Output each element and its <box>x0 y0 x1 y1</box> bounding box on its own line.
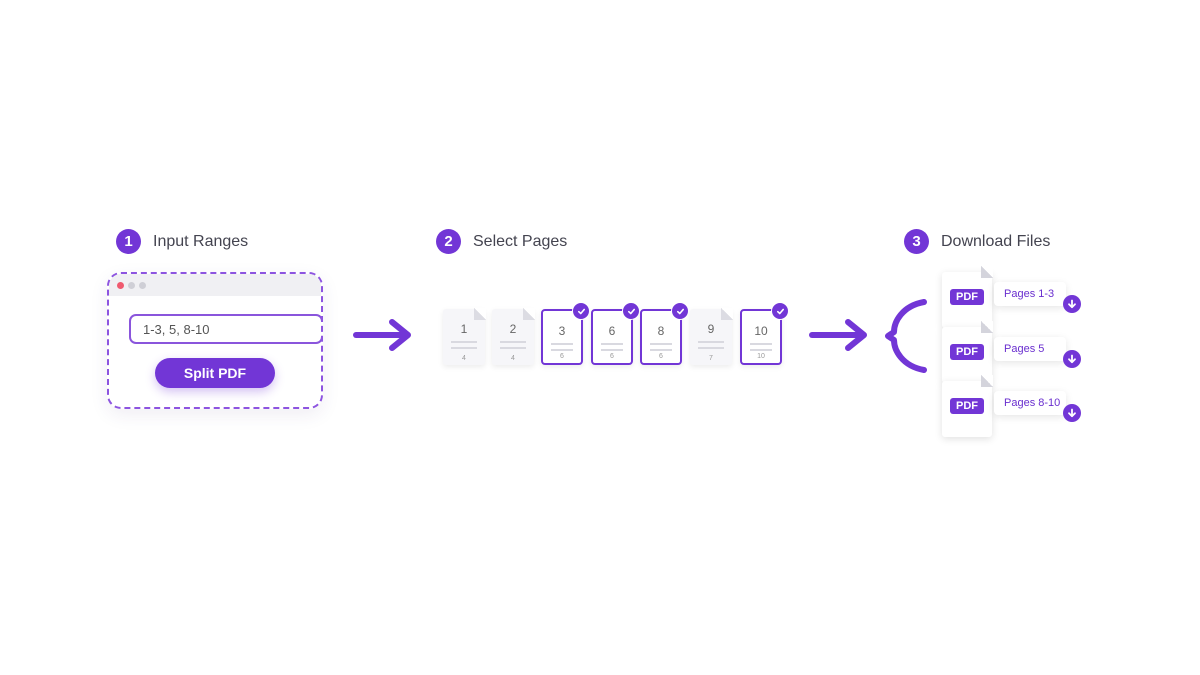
arrow-right-icon <box>353 319 411 351</box>
output-file[interactable]: PDF Pages 1-3 <box>942 266 1082 328</box>
page-line <box>500 347 526 349</box>
file-label: Pages 1-3 <box>994 282 1066 306</box>
page-number: 9 <box>707 322 715 336</box>
file-fold <box>981 321 993 333</box>
page-line <box>750 343 772 345</box>
page-line <box>650 343 672 345</box>
page-line <box>698 341 724 343</box>
brace-icon <box>885 299 927 373</box>
pdf-badge: PDF <box>950 344 984 360</box>
file-fold <box>981 375 993 387</box>
step-1-title: Input Ranges <box>153 232 249 250</box>
arrow-right-icon <box>809 319 867 351</box>
page-sub-number: 6 <box>659 353 663 360</box>
page-number: 6 <box>608 324 616 338</box>
page-number: 8 <box>657 324 665 338</box>
page-line <box>650 349 672 351</box>
pdf-badge: PDF <box>950 398 984 414</box>
page-line <box>551 349 573 351</box>
step-2-header: 2 Select Pages <box>436 229 567 254</box>
page-line <box>601 343 623 345</box>
page-sub-number: 7 <box>709 355 713 362</box>
page-line <box>750 349 772 351</box>
check-icon <box>771 302 789 320</box>
download-icon[interactable] <box>1063 350 1081 368</box>
page-number: 10 <box>754 324 768 338</box>
page-sub-number: 6 <box>610 353 614 360</box>
file-label: Pages 8-10 <box>994 391 1066 415</box>
output-file[interactable]: PDF Pages 5 <box>942 321 1082 383</box>
window-minimize-dot <box>128 281 135 289</box>
page-thumbnail[interactable]: 10 10 <box>740 302 789 365</box>
step-3-header: 3 Download Files <box>904 229 1050 254</box>
page-line <box>698 347 724 349</box>
window-maximize-dot <box>139 281 146 289</box>
page-sub-number: 10 <box>757 353 765 360</box>
page-sub-number: 6 <box>560 353 564 360</box>
download-icon[interactable] <box>1063 404 1081 422</box>
check-icon <box>622 302 640 320</box>
file-document: PDF <box>942 321 993 383</box>
page-line <box>601 349 623 351</box>
file-label: Pages 5 <box>994 337 1066 361</box>
input-ranges-window: Split PDF <box>107 272 323 409</box>
step-3-title: Download Files <box>941 232 1051 250</box>
page-number: 1 <box>460 322 468 336</box>
page-fold <box>474 308 486 320</box>
file-document: PDF <box>942 266 993 328</box>
pdf-badge: PDF <box>950 289 984 305</box>
check-icon <box>572 302 590 320</box>
page-line <box>500 341 526 343</box>
output-file[interactable]: PDF Pages 8-10 <box>942 375 1082 437</box>
page-number: 2 <box>509 322 517 336</box>
file-fold <box>981 266 993 278</box>
page-number: 3 <box>558 324 566 338</box>
step-3-number: 3 <box>904 229 929 254</box>
step-2-title: Select Pages <box>473 232 568 250</box>
window-close-dot <box>117 281 124 289</box>
window-title-bar <box>109 274 321 296</box>
page-sub-number: 4 <box>462 355 466 362</box>
download-icon[interactable] <box>1063 295 1081 313</box>
step-1-number: 1 <box>116 229 141 254</box>
file-document: PDF <box>942 375 993 437</box>
page-ranges-input[interactable] <box>129 314 321 344</box>
step-1-header: 1 Input Ranges <box>116 229 248 254</box>
step-2-number: 2 <box>436 229 461 254</box>
page-line <box>451 347 477 349</box>
split-pdf-button[interactable]: Split PDF <box>155 358 275 388</box>
page-sub-number: 4 <box>511 355 515 362</box>
page-line <box>551 343 573 345</box>
page-fold <box>721 308 733 320</box>
check-icon <box>671 302 689 320</box>
page-fold <box>523 308 535 320</box>
page-line <box>451 341 477 343</box>
